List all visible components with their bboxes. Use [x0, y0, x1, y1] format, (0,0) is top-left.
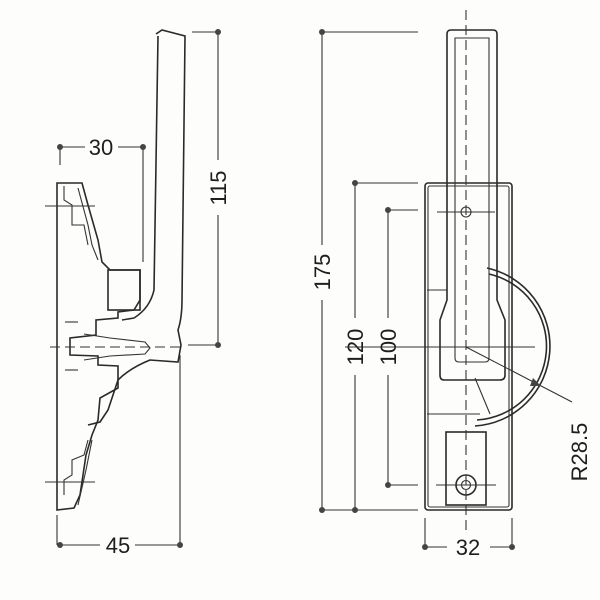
dim-label-45: 45	[106, 533, 130, 558]
arc-guide	[474, 267, 551, 427]
side-view: 30 115 45	[45, 29, 231, 558]
dimension-175: 175	[310, 29, 418, 513]
dimension-120: 120	[343, 180, 418, 513]
lever-outline	[87, 29, 186, 426]
dim-label-100: 100	[376, 329, 401, 366]
dimension-115: 115	[188, 29, 231, 348]
dim-label-30: 30	[89, 135, 113, 160]
dim-label-120: 120	[343, 329, 368, 366]
dim-label-175: 175	[310, 254, 335, 291]
spindle-boss	[107, 269, 141, 311]
dimension-32: 32	[422, 518, 515, 560]
lever-inner-edge	[121, 35, 159, 321]
radius-leader	[465, 346, 573, 403]
dimension-100: 100	[376, 207, 418, 488]
dim-label-r28-5: R28.5	[567, 423, 592, 482]
dim-label-32: 32	[456, 535, 480, 560]
spindle	[83, 333, 151, 361]
base-plate	[56, 182, 141, 511]
dimension-30: 30	[57, 135, 146, 262]
handle-front	[439, 29, 506, 381]
dimension-45: 45	[56, 355, 183, 558]
front-view: R28.5 175 120 100	[310, 10, 592, 560]
dim-label-115: 115	[206, 170, 231, 205]
